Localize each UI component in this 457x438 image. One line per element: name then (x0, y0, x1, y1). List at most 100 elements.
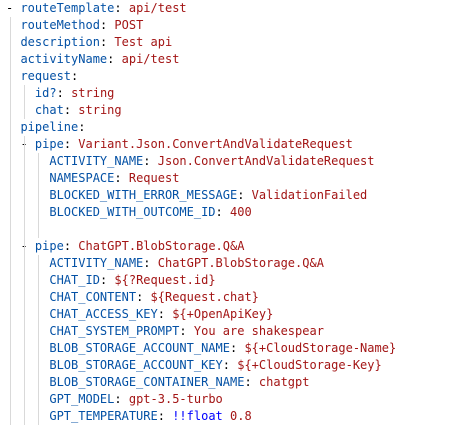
indent-guide (9, 34, 11, 51)
indent-guide (38, 289, 40, 306)
indent-guide (24, 204, 26, 221)
yaml-key: pipeline (20, 120, 79, 134)
indent-guide (24, 340, 26, 357)
code-line[interactable]: CHAT_CONTENT: ${Request.chat} (0, 289, 457, 306)
code-line[interactable]: description: Test api (0, 34, 457, 51)
yaml-key: pipe (34, 137, 64, 151)
yaml-value: Test api (114, 35, 173, 49)
yaml-colon: : (143, 256, 151, 270)
code-line[interactable]: request: (0, 68, 457, 85)
indent-space (6, 171, 49, 185)
code-line[interactable] (0, 221, 457, 238)
yaml-colon: : (63, 103, 72, 117)
indent-space (6, 307, 49, 321)
code-line[interactable]: pipeline: (0, 119, 457, 136)
yaml-colon: : (78, 120, 86, 134)
indent-space (6, 409, 49, 423)
code-line[interactable]: - routeTemplate: api/test (0, 0, 457, 17)
code-line[interactable]: CHAT_ID: ${?Request.id} (0, 272, 457, 289)
yaml-colon: : (63, 239, 72, 253)
yaml-colon: : (136, 290, 144, 304)
indent-guide (9, 17, 11, 34)
yaml-value: api/test (128, 1, 187, 15)
indent-space (6, 205, 49, 219)
indent-guide (24, 408, 26, 425)
yaml-key: BLOB_STORAGE_CONTAINER_NAME (49, 375, 245, 389)
yaml-value: api/test (121, 52, 180, 66)
yaml-key: description (20, 35, 100, 49)
code-line[interactable]: CHAT_ACCESS_KEY: ${+OpenApiKey} (0, 306, 457, 323)
code-line[interactable]: CHAT_SYSTEM_PROMPT: You are shakespear (0, 323, 457, 340)
indent-space (6, 69, 20, 83)
indent-guide (24, 136, 26, 153)
indent-guide (38, 272, 40, 289)
indent-guide (24, 272, 26, 289)
yaml-colon: : (215, 205, 223, 219)
yaml-colon: : (56, 86, 64, 100)
yaml-colon: : (99, 35, 108, 49)
indent-space (6, 324, 49, 338)
code-line[interactable]: ACTIVITY_NAME: ChatGPT.BlobStorage.Q&A (0, 255, 457, 272)
indent-guide (9, 170, 11, 187)
yaml-key: CHAT_SYSTEM_PROMPT (49, 324, 180, 338)
yaml-colon: : (114, 171, 122, 185)
yaml-colon: : (157, 409, 165, 423)
yaml-key: routeMethod (20, 18, 100, 32)
code-line[interactable]: GPT_TEMPERATURE: !!float 0.8 (0, 408, 457, 425)
code-line[interactable]: id?: string (0, 85, 457, 102)
indent-guide (24, 170, 26, 187)
code-line[interactable]: routeMethod: POST (0, 17, 457, 34)
yaml-value: ${+CloudStorage-Key} (237, 358, 382, 372)
code-lines: - routeTemplate: api/test routeMethod: P… (0, 0, 457, 425)
indent-space (6, 290, 49, 304)
code-line[interactable]: BLOCKED_WITH_ERROR_MESSAGE: ValidationFa… (0, 187, 457, 204)
code-line[interactable]: - pipe: ChatGPT.BlobStorage.Q&A (0, 238, 457, 255)
indent-guide (9, 408, 11, 425)
code-line[interactable]: BLOB_STORAGE_CONTAINER_NAME: chatgpt (0, 374, 457, 391)
yaml-value: 400 (230, 205, 252, 219)
yaml-key: pipe (34, 239, 64, 253)
indent-guide (9, 289, 11, 306)
code-line[interactable]: BLOB_STORAGE_ACCOUNT_KEY: ${+CloudStorag… (0, 357, 457, 374)
indent-guide (24, 289, 26, 306)
yaml-value: Request (128, 171, 180, 185)
indent-guide (24, 323, 26, 340)
indent-guide (9, 391, 11, 408)
list-dash: - (20, 137, 35, 151)
indent-guide (38, 391, 40, 408)
yaml-key: BLOB_STORAGE_ACCOUNT_KEY (49, 358, 223, 372)
indent-guide (9, 374, 11, 391)
indent-guide (9, 85, 11, 102)
indent-guide (24, 357, 26, 374)
code-line[interactable]: ACTIVITY_NAME: Json.ConvertAndValidateRe… (0, 153, 457, 170)
yaml-key: chat (34, 103, 64, 117)
indent-space (6, 18, 20, 32)
yaml-value: string (71, 86, 115, 100)
yaml-value: ${?Request.id} (114, 273, 216, 287)
code-line[interactable]: BLOCKED_WITH_OUTCOME_ID: 400 (0, 204, 457, 221)
code-line[interactable]: chat: string (0, 102, 457, 119)
yaml-colon: : (244, 375, 252, 389)
yaml-colon: : (71, 69, 79, 83)
code-line[interactable]: GPT_MODEL: gpt-3.5-turbo (0, 391, 457, 408)
indent-guide (9, 221, 11, 238)
indent-guide (38, 153, 40, 170)
indent-guide (38, 221, 40, 238)
indent-space (6, 375, 49, 389)
yaml-key: BLOCKED_WITH_OUTCOME_ID (49, 205, 216, 219)
code-line[interactable]: activityName: api/test (0, 51, 457, 68)
yaml-key: routeTemplate (20, 1, 115, 15)
yaml-value: Variant.Json.ConvertAndValidateRequest (78, 137, 353, 151)
indent-guide (9, 119, 11, 136)
code-line[interactable]: BLOB_STORAGE_ACCOUNT_NAME: ${+CloudStora… (0, 340, 457, 357)
indent-guide (24, 238, 26, 255)
yaml-key: id? (34, 86, 57, 100)
indent-guide (24, 221, 26, 238)
yaml-value: ValidationFailed (251, 188, 368, 202)
list-dash: - (20, 239, 35, 253)
code-line[interactable]: - pipe: Variant.Json.ConvertAndValidateR… (0, 136, 457, 153)
code-line[interactable]: NAMESPACE: Request (0, 170, 457, 187)
yaml-value: ChatGPT.BlobStorage.Q&A (78, 239, 245, 253)
indent-guide (24, 102, 26, 119)
